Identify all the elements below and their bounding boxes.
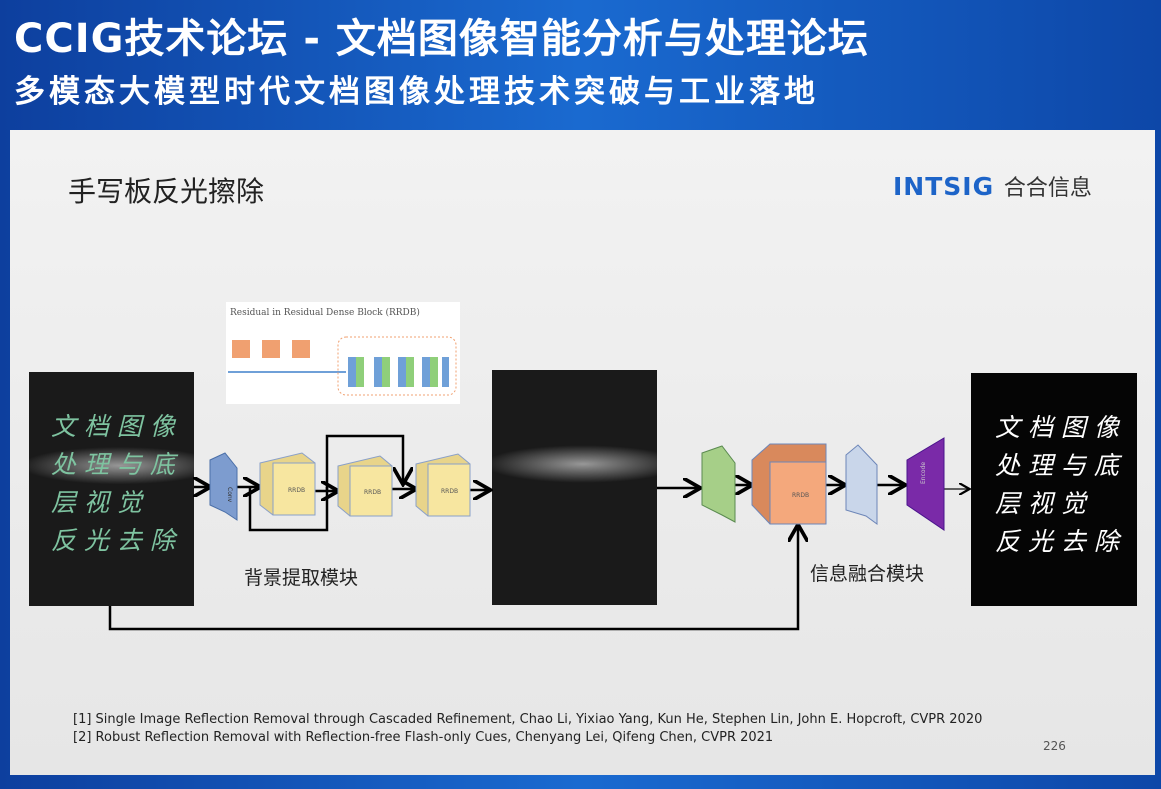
handwriting-line: 处 理 与 底 [995, 451, 1119, 480]
svg-text:RRDB: RRDB [441, 488, 458, 495]
handwriting-line: 反 光 去 除 [51, 526, 175, 555]
svg-text:Encode: Encode [920, 462, 927, 484]
dense-block [262, 340, 280, 358]
logo-chinese: 合合信息 [1003, 176, 1092, 201]
rrdb-block [259, 452, 316, 516]
svg-text:RRDB: RRDB [792, 492, 809, 499]
background-module-label: 背景提取模块 [244, 567, 359, 589]
svg-text:RRDB: RRDB [364, 489, 381, 496]
conv-layer [845, 444, 878, 525]
rrdb-inset-diagram: Residual in Residual Dense Block (RRDB) [226, 302, 460, 404]
handwriting-line: 文 档 图 像 [51, 412, 175, 441]
header-subtitle: 多模态大模型时代文档图像处理技术突破与工业落地 [14, 74, 819, 110]
dense-block [232, 340, 250, 358]
handwriting-line: 层 视 觉 [51, 488, 142, 517]
reference-1: [1] Single Image Reflection Removal thro… [73, 712, 983, 727]
handwriting-line: 处 理 与 底 [51, 450, 175, 479]
output-image: 文 档 图 像 处 理 与 底 层 视 觉 反 光 去 除 [971, 373, 1137, 606]
rrdb-block [751, 443, 827, 525]
intsig-logo: INTSIG 合合信息 [893, 170, 1092, 202]
svg-text:RRDB: RRDB [288, 487, 305, 494]
page-number: 226 [1043, 739, 1066, 753]
rrdb-block [415, 453, 471, 517]
handwriting-line: 层 视 觉 [995, 489, 1086, 518]
dense-block [292, 340, 310, 358]
logo-brand: INTSIG [893, 172, 995, 201]
svg-text:Conv: Conv [226, 487, 233, 503]
conv-layer [701, 445, 736, 523]
slide-title: 手写板反光擦除 [68, 175, 265, 208]
rrdb-block [337, 455, 393, 517]
fusion-module-label: 信息融合模块 [810, 563, 925, 585]
conv-layer [209, 452, 238, 521]
header-title: CCIG技术论坛 - 文档图像智能分析与处理论坛 [14, 16, 869, 62]
background-image [492, 370, 657, 605]
encode-block [906, 437, 945, 531]
input-image: 文 档 图 像 处 理 与 底 层 视 觉 反 光 去 除 [29, 372, 194, 606]
handwriting-line: 文 档 图 像 [995, 413, 1119, 442]
reference-2: [2] Robust Reflection Removal with Refle… [73, 730, 774, 745]
handwriting-line: 反 光 去 除 [995, 527, 1119, 556]
inset-title: Residual in Residual Dense Block (RRDB) [230, 308, 420, 318]
